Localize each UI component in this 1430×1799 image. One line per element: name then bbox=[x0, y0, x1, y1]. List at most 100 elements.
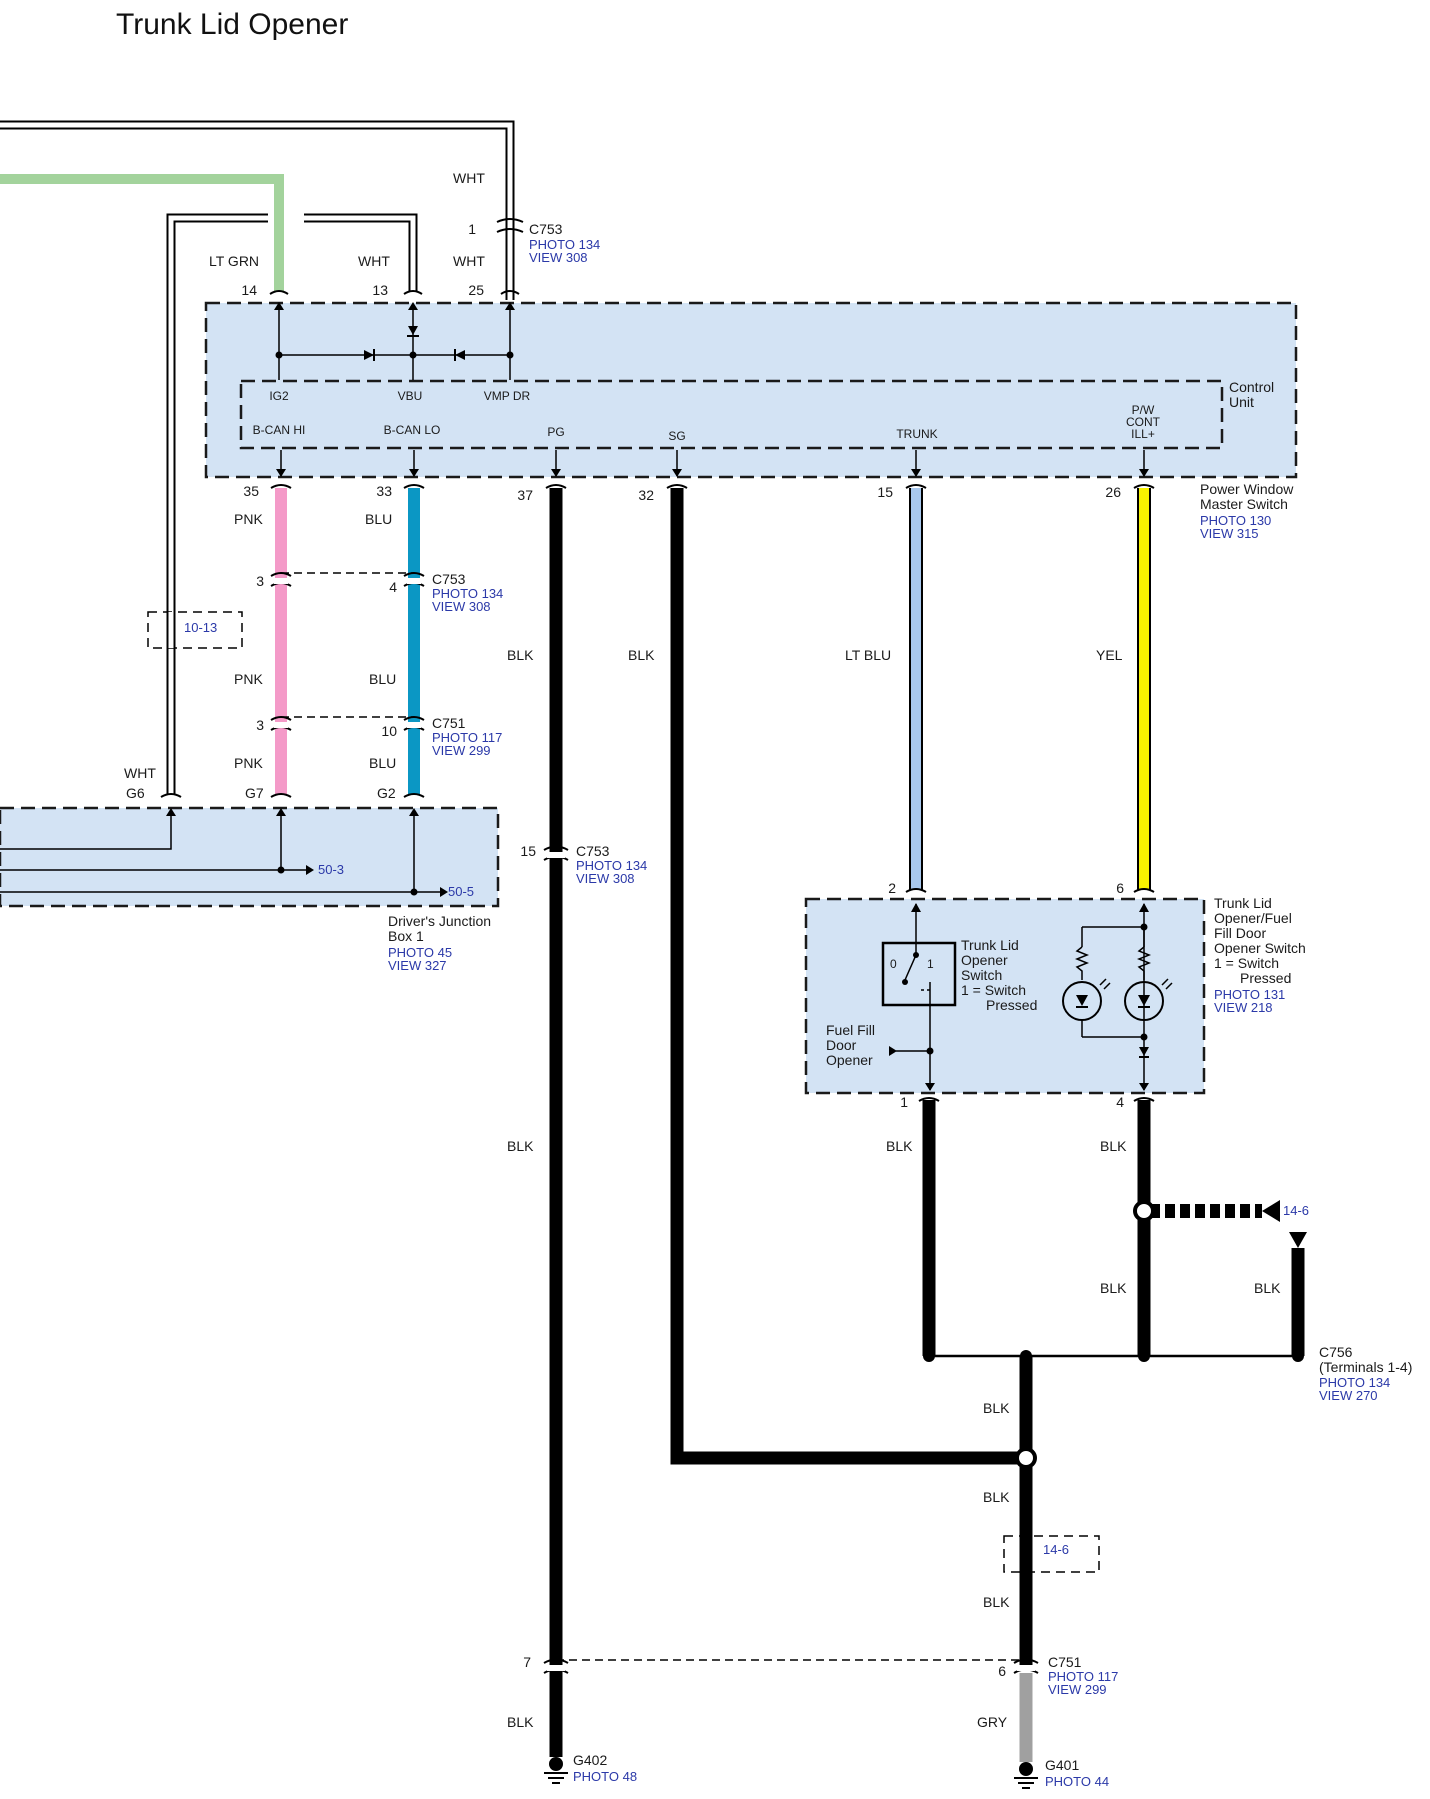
junction-box-name-1: Driver's Junction bbox=[388, 913, 491, 929]
junction-box-photo[interactable]: PHOTO 45 bbox=[388, 945, 452, 960]
ref-50-5[interactable]: 50-5 bbox=[448, 884, 474, 899]
switch-pos-0: 0 bbox=[890, 957, 897, 971]
connector-c751-bot-photo[interactable]: PHOTO 117 bbox=[1048, 1669, 1118, 1684]
control-unit-label-2: Unit bbox=[1229, 394, 1254, 410]
wire-label-blk-t4b: BLK bbox=[1100, 1280, 1127, 1296]
wire-label-wht: WHT bbox=[453, 170, 485, 186]
wire-label-blk-32: BLK bbox=[628, 647, 655, 663]
wire-label-blk-g402: BLK bbox=[507, 1714, 534, 1730]
wht-wire-13[interactable] bbox=[301, 213, 418, 292]
pin-c751-10: 10 bbox=[381, 723, 397, 739]
pin-c753-3: 3 bbox=[256, 573, 264, 589]
junction-box-name-2: Box 1 bbox=[388, 928, 424, 944]
pin-c751-6: 6 bbox=[998, 1663, 1006, 1679]
ltgrn-wire-14[interactable] bbox=[0, 174, 284, 292]
pin-name-sg: SG bbox=[668, 429, 685, 443]
trunk-switch-name-2: Opener/Fuel bbox=[1214, 910, 1292, 926]
connector-c753-top-view[interactable]: VIEW 308 bbox=[529, 250, 588, 265]
reference-brackets bbox=[147, 611, 1100, 1573]
connector-links bbox=[281, 572, 1026, 1661]
pin-name-ig2: IG2 bbox=[269, 389, 289, 403]
ground-g401-photo[interactable]: PHOTO 44 bbox=[1045, 1774, 1109, 1789]
pin-26: 26 bbox=[1105, 484, 1121, 500]
connector-c753-blk-photo[interactable]: PHOTO 134 bbox=[576, 858, 647, 873]
wire-label-blk-t4: BLK bbox=[1100, 1138, 1127, 1154]
fuel-door-label-1: Fuel Fill bbox=[826, 1022, 875, 1038]
wht-wire-25[interactable] bbox=[0, 120, 515, 300]
connector-c753-mid-view[interactable]: VIEW 308 bbox=[432, 599, 491, 614]
pin-name-vmp-dr: VMP DR bbox=[484, 389, 531, 403]
connector-c751-mid-name[interactable]: C751 bbox=[432, 715, 466, 731]
splice-points bbox=[923, 1200, 1304, 1469]
wire-label-wht-g6: WHT bbox=[124, 765, 156, 781]
connector-c756-photo[interactable]: PHOTO 134 bbox=[1319, 1375, 1390, 1390]
ground-g402-name[interactable]: G402 bbox=[573, 1752, 607, 1768]
power-window-master-switch-box[interactable] bbox=[204, 301, 1298, 479]
control-unit-label-1: Control bbox=[1229, 379, 1274, 395]
trunk-switch-name-6: Pressed bbox=[1240, 970, 1291, 986]
terminal-g7: G7 bbox=[245, 785, 264, 801]
ground-g402-icon bbox=[544, 1757, 568, 1784]
junction-box-arrows bbox=[166, 808, 448, 897]
pin-name-bcan-hi: B-CAN HI bbox=[253, 423, 306, 437]
connector-c751-bot-view[interactable]: VIEW 299 bbox=[1048, 1682, 1107, 1697]
pin-terminal-4: 4 bbox=[1116, 1094, 1124, 1110]
wire-label-yel: YEL bbox=[1096, 647, 1123, 663]
connector-c756-view[interactable]: VIEW 270 bbox=[1319, 1388, 1378, 1403]
connector-c751-mid-photo[interactable]: PHOTO 117 bbox=[432, 730, 502, 745]
wire-label-blk-37b: BLK bbox=[507, 1138, 534, 1154]
terminal-cups bbox=[160, 290, 1155, 1102]
pin-35: 35 bbox=[243, 483, 259, 499]
pin-15: 15 bbox=[877, 484, 893, 500]
pin-name-trunk: TRUNK bbox=[896, 427, 937, 441]
pin-name-cont: CONT bbox=[1126, 415, 1161, 429]
connector-c753-blk-name[interactable]: C753 bbox=[576, 843, 610, 859]
junction-box-view[interactable]: VIEW 327 bbox=[388, 958, 447, 973]
pin-name-vbu: VBU bbox=[398, 389, 423, 403]
ref-14-6-bottom[interactable]: 14-6 bbox=[1043, 1542, 1069, 1557]
ref-14-6-right[interactable]: 14-6 bbox=[1283, 1203, 1309, 1218]
master-switch-name-2: Master Switch bbox=[1200, 496, 1288, 512]
trunk-lid-switch-symbol[interactable] bbox=[881, 941, 957, 1007]
terminal-g6: G6 bbox=[126, 785, 145, 801]
ref-10-13[interactable]: 10-13 bbox=[184, 620, 217, 635]
connector-c753-top-photo[interactable]: PHOTO 134 bbox=[529, 237, 600, 252]
ground-g402-photo[interactable]: PHOTO 48 bbox=[573, 1769, 637, 1784]
trunk-lid-opener-switch-box[interactable] bbox=[804, 897, 1206, 1095]
ground-g401-icon bbox=[1014, 1762, 1038, 1789]
blk-wire-sg[interactable] bbox=[670, 488, 1026, 1465]
pin-c751-3: 3 bbox=[256, 717, 264, 733]
switch-pos-1: 1 bbox=[927, 957, 934, 971]
fuel-door-label-2: Door bbox=[826, 1037, 857, 1053]
connector-c753-mid-name[interactable]: C753 bbox=[432, 571, 466, 587]
pin-32: 32 bbox=[638, 487, 654, 503]
wire-label-gry-g401: GRY bbox=[977, 1714, 1008, 1730]
connector-c753-mid-photo[interactable]: PHOTO 134 bbox=[432, 586, 503, 601]
ground-g401-name[interactable]: G401 bbox=[1045, 1757, 1079, 1773]
control-unit-box bbox=[239, 379, 1224, 450]
master-switch-view[interactable]: VIEW 315 bbox=[1200, 526, 1259, 541]
ref-50-3[interactable]: 50-3 bbox=[318, 862, 344, 877]
terminal-g2: G2 bbox=[377, 785, 396, 801]
connector-c751-bot-name[interactable]: C751 bbox=[1048, 1654, 1082, 1670]
connector-c753-blk-view[interactable]: VIEW 308 bbox=[576, 871, 635, 886]
master-switch-photo[interactable]: PHOTO 130 bbox=[1200, 513, 1271, 528]
wire-label-pnk-3: PNK bbox=[234, 755, 263, 771]
trunk-switch-photo[interactable]: PHOTO 131 bbox=[1214, 987, 1285, 1002]
connector-c753-top-name[interactable]: C753 bbox=[529, 221, 563, 237]
wire-label-ltgrn: LT GRN bbox=[209, 253, 259, 269]
diagram-title: Trunk Lid Opener bbox=[116, 8, 348, 41]
connector-c756-name[interactable]: C756 bbox=[1319, 1344, 1353, 1360]
trunk-switch-marks bbox=[889, 903, 1173, 1091]
connector-c751-mid-view[interactable]: VIEW 299 bbox=[432, 743, 491, 758]
pin-c753-15: 15 bbox=[520, 843, 536, 859]
trunk-switch-view[interactable]: VIEW 218 bbox=[1214, 1000, 1273, 1015]
wire-label-blk-37: BLK bbox=[507, 647, 534, 663]
trunk-switch-name-5: 1 = Switch bbox=[1214, 955, 1279, 971]
wht-wire-g6[interactable] bbox=[166, 213, 301, 795]
fuel-door-label-3: Opener bbox=[826, 1052, 873, 1068]
pin-13: 13 bbox=[372, 282, 388, 298]
trunk-switch-inner-5: Pressed bbox=[986, 997, 1037, 1013]
wire-label-blu-1: BLU bbox=[365, 511, 392, 527]
